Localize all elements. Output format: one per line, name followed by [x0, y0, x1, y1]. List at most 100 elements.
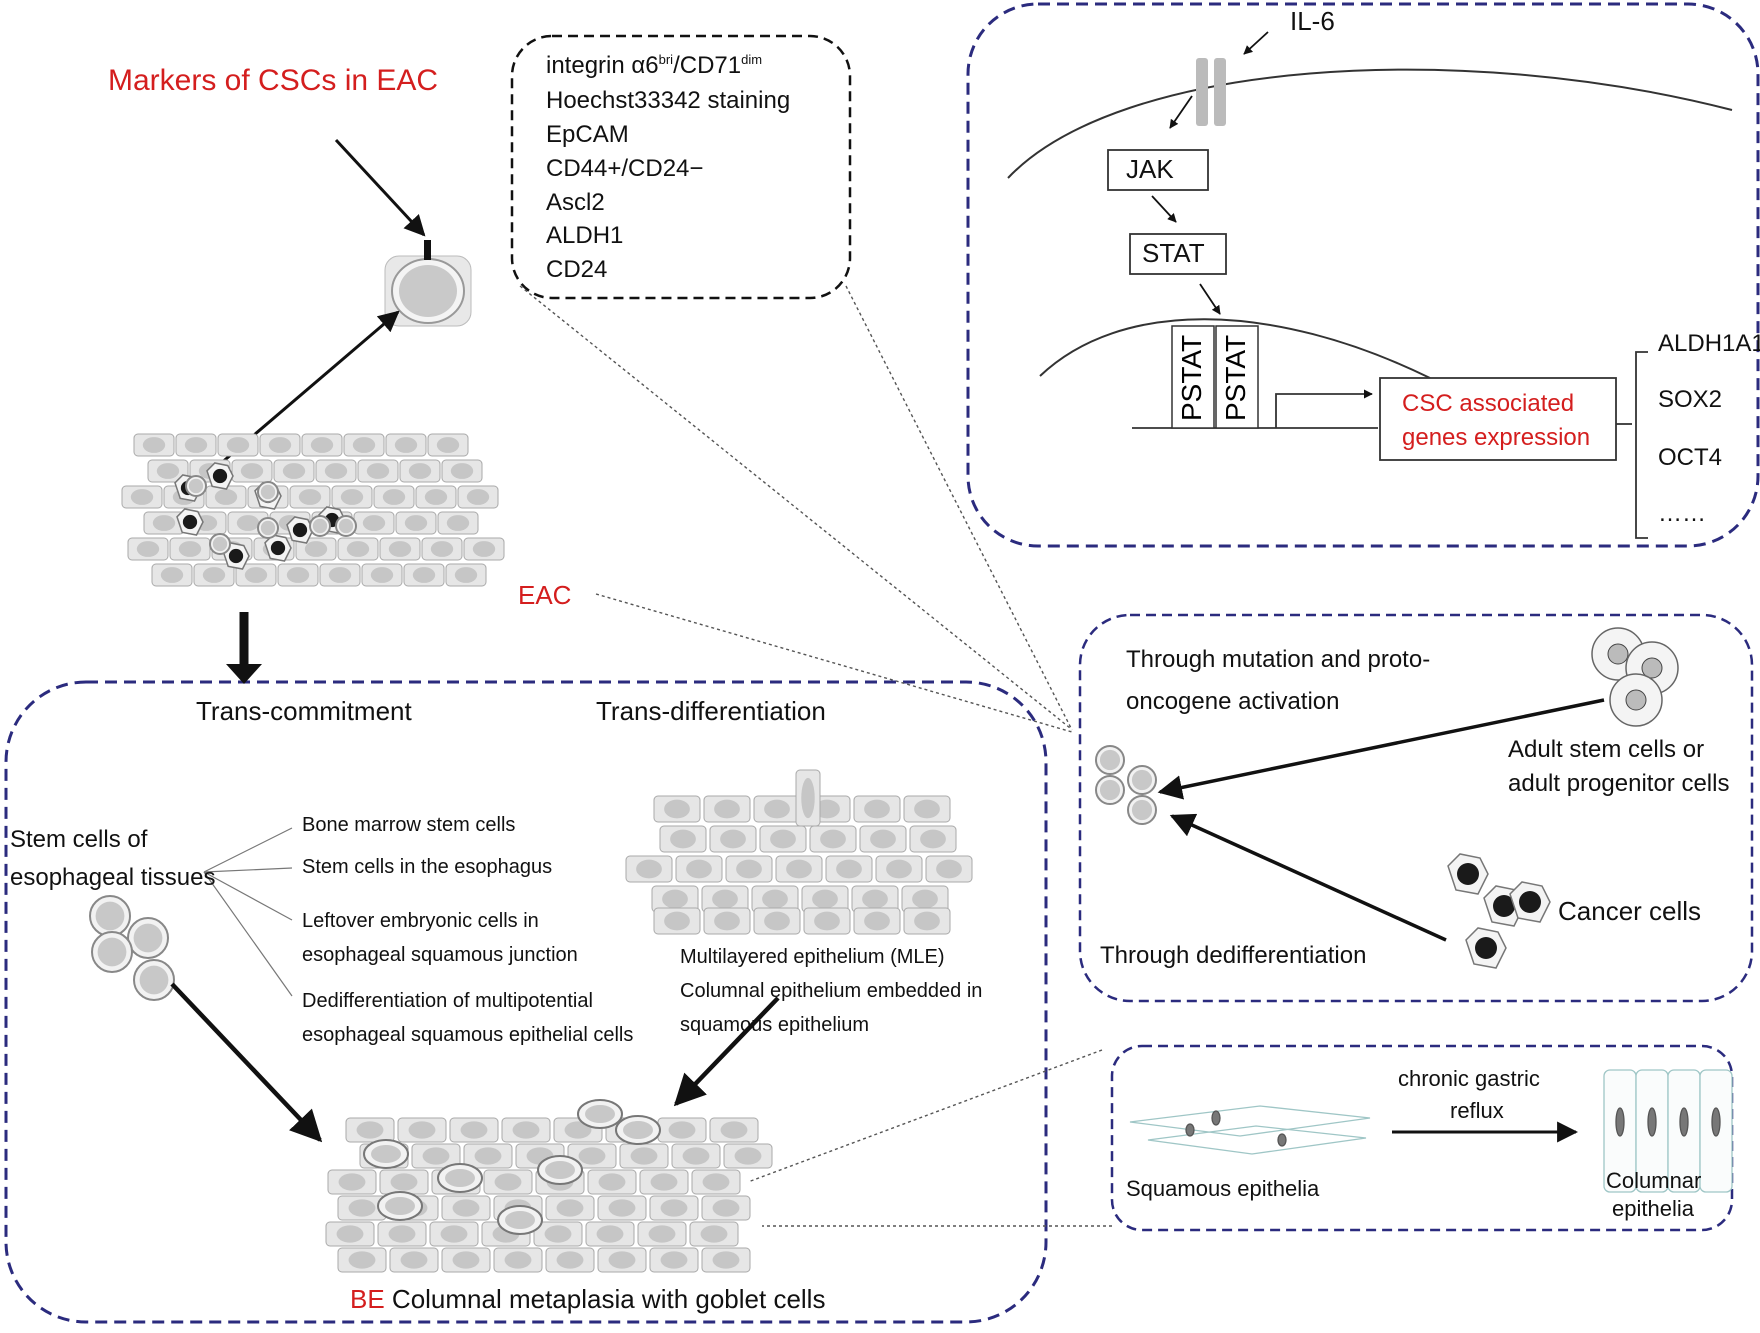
cell-nucleus — [382, 489, 406, 505]
stat-label: STAT — [1142, 238, 1205, 268]
cell-nucleus — [736, 859, 762, 879]
adult-stem-cell-nucleus — [1607, 643, 1629, 665]
cell-nucleus — [472, 541, 496, 557]
stem-cell-cluster-be — [89, 895, 175, 1001]
cell-nucleus — [304, 541, 328, 557]
origin-frame — [1078, 613, 1754, 1003]
cell-nucleus — [390, 1173, 418, 1191]
cell-nucleus — [460, 1121, 488, 1139]
cell-nucleus — [556, 1199, 584, 1217]
cell-nucleus — [764, 911, 790, 931]
cell-nucleus — [702, 1173, 730, 1191]
stem-cell-nucleus — [260, 520, 276, 536]
jak-label: JAK — [1126, 154, 1174, 184]
reflux-line1: chronic gastric — [1398, 1066, 1540, 1091]
cell-nucleus — [412, 567, 436, 583]
cell-nucleus — [608, 1251, 636, 1269]
cell-nucleus — [670, 829, 696, 849]
pstat-box-1 — [1171, 325, 1215, 429]
cell-nucleus — [142, 437, 166, 453]
cell-nucleus — [286, 567, 310, 583]
cell-nucleus — [862, 889, 888, 909]
cell-nucleus — [912, 889, 938, 909]
pstat-label-2: PSTAT — [1220, 334, 1251, 422]
stat-box — [1129, 233, 1227, 275]
marker-aldh1: ALDH1 — [546, 222, 624, 249]
cell-nucleus — [812, 889, 838, 909]
cell-nucleus — [682, 1147, 710, 1165]
cell-nucleus — [310, 437, 334, 453]
marker-integrin: integrin α6bri/CD71dim — [546, 52, 763, 79]
cell-nucleus — [770, 829, 796, 849]
cell-nucleus — [240, 463, 264, 479]
gene-more: …… — [1658, 500, 1706, 527]
cell-nucleus — [714, 911, 740, 931]
stem-cell-nucleus — [133, 923, 163, 953]
cell-nucleus — [636, 859, 662, 879]
connector-lines — [519, 285, 1112, 1227]
pstat-label-1: PSTAT — [1176, 334, 1207, 422]
cell-nucleus — [214, 489, 238, 505]
cell-nucleus — [650, 1173, 678, 1191]
cell-nucleus — [598, 1173, 626, 1191]
il6-receptor — [1196, 58, 1226, 126]
jak-box — [1107, 149, 1209, 191]
cell-nucleus — [914, 911, 940, 931]
cell-nucleus — [366, 463, 390, 479]
mle-tissue — [625, 769, 973, 935]
goblet-cell-core — [505, 1211, 535, 1229]
stem-cell-nucleus — [139, 965, 169, 995]
cell-nucleus — [668, 1121, 696, 1139]
stem-cells-line2: esophageal tissues — [10, 864, 216, 891]
cancer-cell-nucleus — [1493, 895, 1515, 917]
cell-nucleus — [156, 463, 180, 479]
reflux-line2: reflux — [1450, 1098, 1504, 1123]
eac-tissue — [121, 433, 505, 587]
cell-nucleus — [388, 541, 412, 557]
cell-nucleus — [348, 1199, 376, 1217]
cell-nucleus — [914, 799, 940, 819]
trans-differentiation-label: Trans-differentiation — [596, 696, 826, 726]
mle-to-be-arrow — [673, 996, 780, 1107]
stem-cell-cluster-origin — [1095, 745, 1157, 825]
adult-cells-line2: adult progenitor cells — [1508, 770, 1730, 797]
cell-nucleus — [440, 1225, 468, 1243]
cell-nucleus — [422, 1147, 450, 1165]
cancer-cell-nucleus — [1519, 891, 1541, 913]
mle-line3: squamous epithelium — [680, 1014, 869, 1036]
cell-nucleus — [452, 1251, 480, 1269]
cell-nucleus — [356, 1121, 384, 1139]
cancer-cell-nucleus — [270, 540, 286, 556]
cell-nucleus — [764, 799, 790, 819]
stem-cell-nucleus — [95, 901, 125, 931]
cell-nucleus — [864, 799, 890, 819]
source-bone-marrow: Bone marrow stem cells — [302, 814, 516, 836]
cell-nucleus — [801, 777, 815, 819]
adult-cells-line1: Adult stem cells or — [1508, 736, 1705, 763]
cell-nucleus — [324, 463, 348, 479]
cell-nucleus — [430, 541, 454, 557]
cell-nucleus — [346, 541, 370, 557]
cell-nucleus — [712, 1199, 740, 1217]
pstat-box-2 — [1215, 325, 1259, 429]
markers-list-frame — [510, 34, 852, 300]
cancer-cell-nucleus — [228, 548, 244, 564]
cell-nucleus — [734, 1147, 762, 1165]
cell-nucleus — [236, 515, 260, 531]
squamous-epithelia-drawing — [1129, 1105, 1371, 1155]
cell-nucleus — [226, 437, 250, 453]
marker-hoechst: Hoechst33342 staining — [546, 87, 791, 114]
markers-arrow — [334, 138, 426, 237]
cell-nucleus — [136, 541, 160, 557]
squamous-label: Squamous epithelia — [1126, 1176, 1320, 1201]
be-tissue — [325, 1099, 773, 1273]
stem-cell-nucleus — [338, 518, 354, 534]
source-embryonic-line1: Leftover embryonic cells in — [302, 910, 539, 932]
columnar-line2: epithelia — [1612, 1196, 1694, 1221]
source-embryonic-line2: esophageal squamous junction — [302, 944, 578, 966]
be-caption: BE Columnal metaplasia with goblet cells — [350, 1284, 825, 1315]
source-fan-lines — [203, 827, 293, 997]
mutation-line2: oncogene activation — [1126, 688, 1340, 715]
gene-oct4: OCT4 — [1658, 444, 1723, 471]
csc-genes-box — [1379, 377, 1617, 461]
